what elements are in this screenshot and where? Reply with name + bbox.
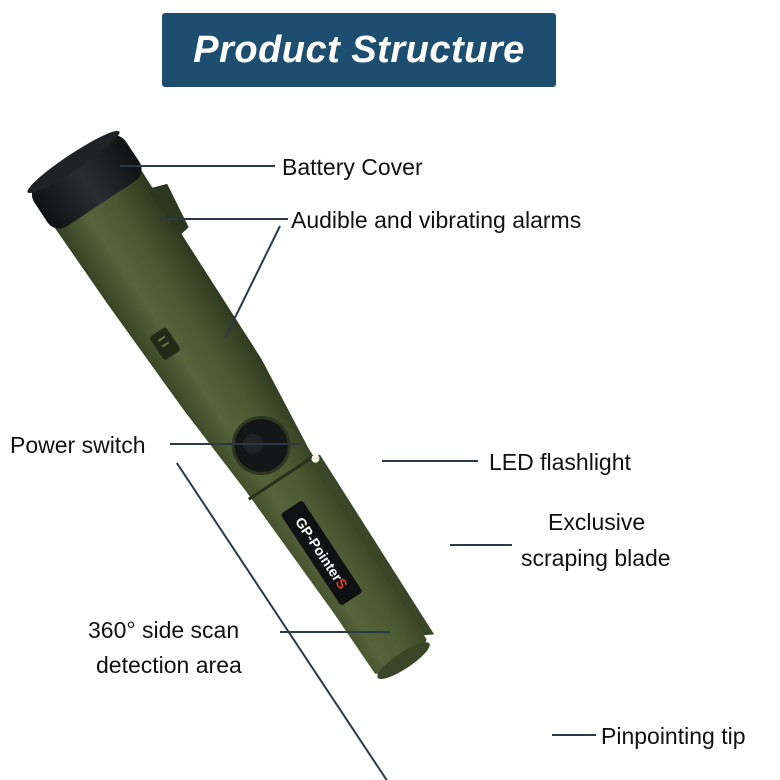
label-scan-line2: detection area	[96, 652, 242, 678]
label-power-switch: Power switch	[10, 432, 146, 458]
label-led-flashlight: LED flashlight	[489, 449, 631, 475]
title-banner: Product Structure	[162, 13, 556, 87]
brand-plate	[281, 501, 362, 605]
label-blade-line2: scraping blade	[521, 545, 671, 571]
page-title: Product Structure	[193, 28, 525, 71]
pinpointing-tip	[377, 642, 430, 680]
label-scan-line1: 360° side scan	[88, 617, 240, 643]
label-alarms: Audible and vibrating alarms	[291, 207, 582, 233]
leader-alarms-diag	[224, 225, 281, 339]
label-pinpointing-tip: Pinpointing tip	[601, 723, 746, 749]
battery-cover-cap	[31, 135, 142, 229]
scraping-blade	[308, 454, 435, 636]
pinpointer-device	[27, 130, 435, 780]
led-light	[311, 454, 320, 463]
battery-latch	[146, 183, 189, 236]
label-battery-cover: Battery Cover	[282, 154, 423, 180]
label-blade-line1: Exclusive	[548, 509, 646, 535]
